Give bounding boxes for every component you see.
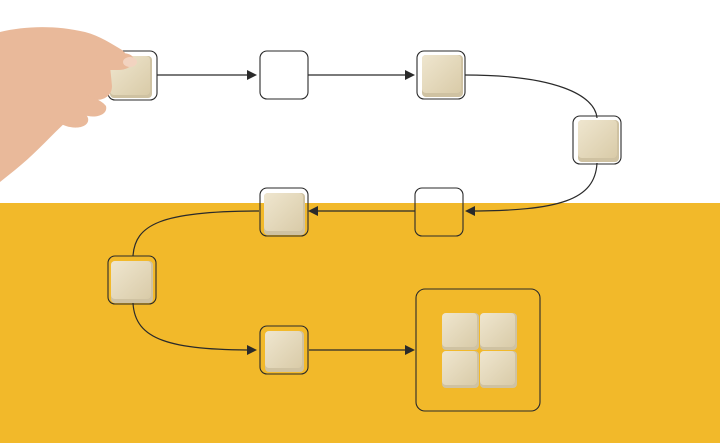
node-frame-3: [416, 50, 466, 100]
node-frame-5: [414, 187, 464, 237]
connector-3-4: [464, 74, 598, 119]
node-frame-6: [259, 187, 309, 237]
node-frame-7: [107, 255, 157, 305]
blocks: [110, 55, 619, 388]
node-frame-goal: [415, 288, 541, 412]
node-frames: [107, 50, 622, 412]
node-frame-4: [572, 115, 622, 165]
node-frame-2: [259, 50, 309, 100]
block-7: [111, 261, 153, 303]
background-white: [0, 0, 720, 203]
goal-blocks: [442, 313, 517, 388]
node-frame-8: [259, 325, 309, 375]
block-3: [422, 55, 463, 97]
background-yellow: [0, 203, 720, 443]
block-8: [265, 331, 304, 372]
connector-7-8: [132, 302, 257, 355]
connector-6-7: [132, 210, 260, 257]
hand-illustration: [0, 27, 137, 182]
connectors: [132, 70, 598, 355]
connector-4-5: [465, 162, 598, 216]
block-4: [578, 120, 619, 162]
block-6: [264, 193, 305, 235]
